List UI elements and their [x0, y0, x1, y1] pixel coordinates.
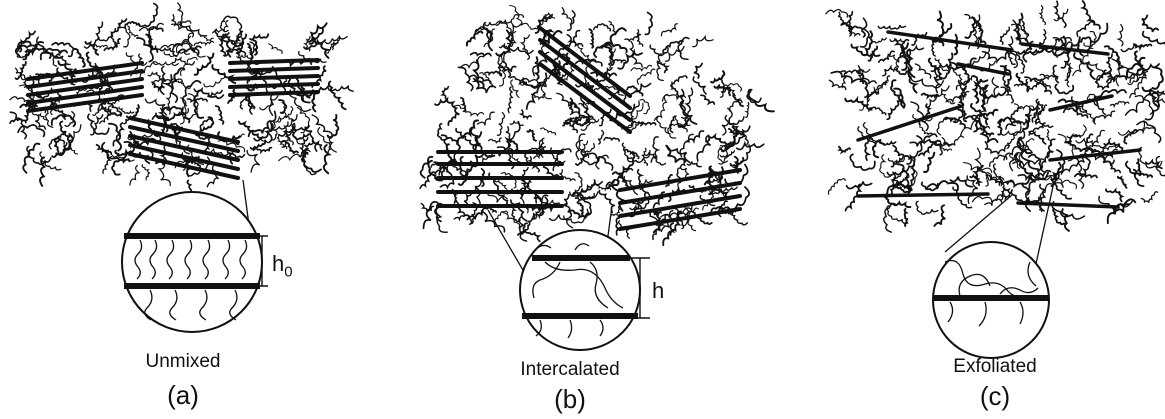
label-a: (a)	[148, 380, 218, 411]
zoom-circle-exfoliated	[933, 242, 1049, 358]
dimension-label-h0: h0	[272, 251, 293, 280]
label-unmixed: Unmixed	[128, 351, 238, 373]
dimension-h0-main: h	[272, 251, 284, 276]
zoom-circle-intercalated	[520, 230, 640, 350]
label-c: (c)	[960, 381, 1030, 412]
zoom-circle-unmixed	[122, 192, 262, 332]
label-exfoliated: Exfoliated	[935, 356, 1055, 378]
label-intercalated: Intercalated	[500, 359, 640, 381]
dimension-label-h: h	[652, 278, 664, 304]
panel-intercalated	[420, 6, 774, 351]
clay-stack-unmixed-left	[28, 63, 142, 111]
clay-stack-unmixed-center	[130, 118, 238, 178]
polymer-matrix-intercalated	[420, 6, 774, 246]
clay-stack-unmixed-right	[230, 60, 318, 95]
panel-unmixed	[10, 3, 353, 332]
dimension-h0-subscript: 0	[284, 263, 292, 280]
dimension-h-main: h	[652, 278, 664, 303]
label-b: (b)	[535, 384, 605, 415]
panel-exfoliated	[826, 1, 1165, 358]
